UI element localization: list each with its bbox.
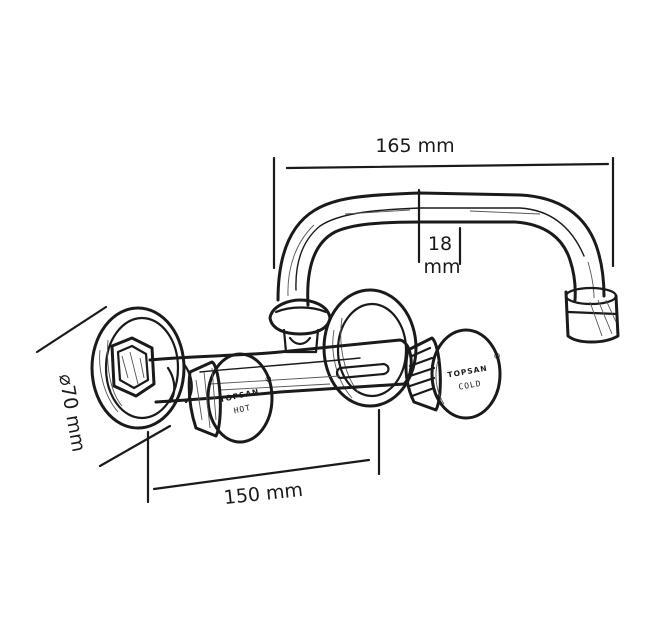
spout-outer-edge — [276, 191, 606, 302]
hot-handle-cap — [206, 352, 274, 444]
aerator-band — [566, 310, 619, 316]
spout-inner-edge — [306, 220, 577, 307]
label-spout-diameter-unit: mm — [423, 256, 460, 278]
body-slot — [335, 362, 390, 380]
collar-detail — [288, 336, 312, 346]
aerator-body — [564, 290, 620, 344]
spout-shade-1 — [287, 224, 315, 297]
collar-nut — [268, 298, 332, 336]
label-center-distance: 150 mm — [223, 479, 304, 509]
cold-handle-cap — [430, 328, 502, 420]
cold-handle-knurl — [408, 346, 436, 398]
left-rosette-inner — [104, 316, 180, 420]
right-rosette-inner — [336, 302, 408, 398]
dimension-lines — [35, 156, 615, 504]
cold-brand-text: TOPSAN — [447, 364, 488, 380]
cold-label-text: COLD — [458, 379, 482, 392]
spout-shade-2 — [344, 209, 541, 215]
label-spout-reach: 165 mm — [375, 135, 454, 157]
left-hex-nut-inner — [116, 344, 150, 390]
dim-150-line — [152, 458, 371, 491]
collar-neck — [282, 328, 320, 354]
spout-shade-3 — [587, 261, 595, 299]
body-coupling-left — [166, 362, 193, 404]
body-shade — [209, 375, 341, 391]
collar-ridge — [274, 306, 328, 314]
label-spout-diameter-value: 18 — [428, 233, 452, 255]
label-rosette-diameter: ⌀70 mm — [54, 372, 89, 453]
left-rosette-outer — [90, 306, 186, 430]
spout-highlight — [295, 207, 585, 291]
dim-165-line — [285, 162, 610, 170]
cold-registered-mark: ® — [493, 351, 503, 361]
aerator-top-ring — [564, 286, 618, 306]
hot-registered-mark: ® — [264, 374, 274, 385]
cold-handle[interactable]: TOPSAN ® COLD — [404, 328, 503, 420]
left-rosette — [90, 306, 186, 430]
cold-handle-shade — [435, 359, 445, 405]
body-outline — [148, 338, 413, 404]
cold-handle-skirt — [404, 336, 442, 412]
left-rosette-shade — [99, 339, 123, 413]
left-nut-shade — [121, 351, 145, 385]
left-hex-nut — [110, 336, 156, 398]
dim-70-top-ext — [35, 305, 108, 354]
dim-70-bottom-ext — [98, 424, 172, 468]
mixer-body — [148, 338, 413, 404]
spout-collar — [268, 298, 332, 354]
hot-handle-shade — [195, 367, 217, 429]
aerator-shade — [589, 299, 617, 337]
spout — [276, 191, 620, 344]
hot-label-text: HOT — [233, 403, 252, 415]
